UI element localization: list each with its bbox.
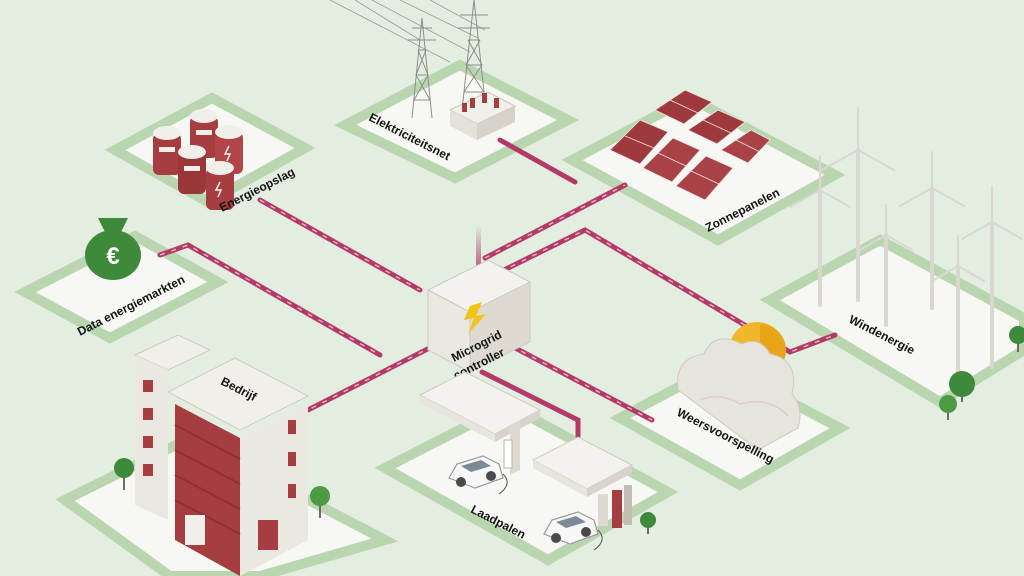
transformer-icon [448,91,517,140]
connection-windenergie [497,227,838,355]
connection-data-energiemarkten [157,242,383,358]
connection-laadpalen [479,369,581,439]
tile-windenergie [759,234,1024,408]
connection-grid-fade [476,225,481,273]
controller-box-icon [426,259,532,373]
money-bag-icon: € [85,218,141,280]
connection-elektriciteitsnet [497,137,578,185]
charging-station-icon [418,371,634,528]
office-building-icon [133,334,310,576]
wind-turbine-icon [789,107,1023,373]
solar-panel-icon [609,89,771,201]
electric-car-icon [448,455,656,551]
euro-icon: € [106,243,119,270]
connection-energieopslag [257,197,423,293]
lightning-bolt-icon [464,302,486,334]
tree-icon [114,458,330,518]
weather-sun-cloud-icon [677,322,801,451]
tile-laadpalen [374,399,679,566]
battery-icon [153,109,243,210]
power-pylon-icon [329,0,490,119]
tree-icon [939,326,1024,420]
